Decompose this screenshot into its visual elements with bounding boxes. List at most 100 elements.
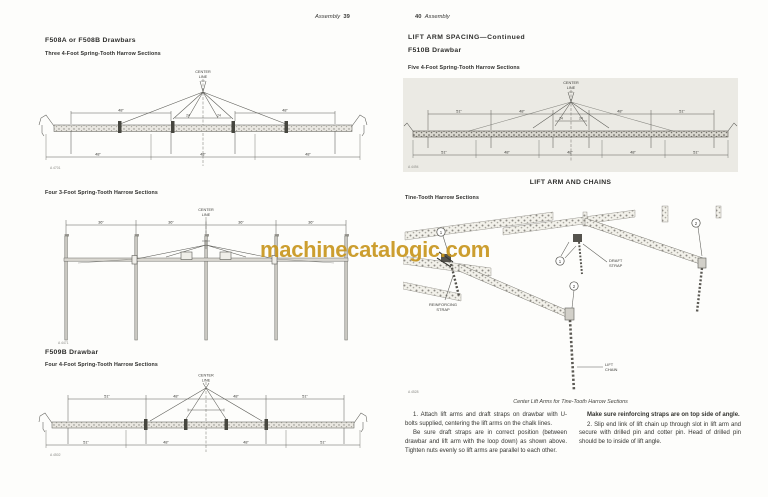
left-lift-arm [458, 263, 572, 320]
svg-text:LINE: LINE [567, 86, 576, 90]
drawbar-bar [53, 124, 353, 132]
drawbar-bar [412, 130, 729, 138]
illustration-tine-tooth-harrow: 1 1 DRAFT STRAP 2 2 REINFORCING STRAP LI… [403, 205, 722, 394]
body-text-columns: 1. Attach lift arms and draft straps on … [405, 411, 741, 456]
left-clamp [441, 254, 451, 262]
dim-label: 24 [579, 117, 583, 121]
right-lift-arm [584, 217, 704, 266]
figure-code: A 4701 [50, 166, 61, 170]
label-draft-strap: DRAFT [609, 258, 623, 263]
svg-text:CHAIN: CHAIN [605, 367, 618, 372]
section-heading-f509b: F509B Drawbar [45, 349, 99, 356]
figure-code: A 4502 [50, 453, 61, 457]
svg-text:STRAP: STRAP [609, 263, 623, 268]
dim-label: 48" [504, 150, 510, 155]
dim-label: 51" [679, 109, 685, 114]
dim-label: 36" [308, 220, 314, 225]
dim-label: 48" [617, 109, 623, 114]
figure-code: A 4528 [408, 390, 419, 394]
dim-label: 51" [693, 150, 699, 155]
toolbar-bar [63, 257, 349, 262]
section-heading-f510b: F510B Drawbar [408, 47, 462, 54]
dim-label: 36" [168, 220, 174, 225]
dim-label: 48" [233, 394, 239, 399]
section-heading-f508: F508A or F508B Drawbars [45, 37, 136, 44]
dim-label: 51" [104, 394, 110, 399]
middle-clamp [573, 234, 582, 242]
dim-label: 48" [519, 109, 525, 114]
body-column-left: 1. Attach lift arms and draft straps on … [405, 411, 567, 456]
centerline-label: CENTER [195, 70, 211, 74]
dim-label: 48" [173, 394, 179, 399]
diagram-f508-drawbar: CENTER LINE 48" 48" 24 24 48" 48" 48" A … [38, 70, 368, 170]
dim-label: 48" [305, 152, 311, 157]
svg-text:STRAP: STRAP [436, 307, 450, 312]
centerline-label: CENTER [563, 81, 579, 85]
svg-text:2: 2 [695, 221, 698, 226]
left-page-header: Assembly 39 [315, 14, 350, 20]
body-column-right: Make sure reinforcing straps are on top … [579, 411, 741, 456]
dim-label: 24 [559, 117, 563, 121]
dim-label: 51" [320, 440, 326, 445]
right-lift-chain [695, 267, 704, 313]
diagram-four-3ft-sections: CENTER LINE 36" 36" 36" 36" A 4471 [58, 208, 349, 345]
right-page-number: 40 [415, 14, 422, 20]
callout-circle-2 [569, 281, 579, 291]
callout-circle-1 [555, 256, 565, 266]
paragraph-4: 2. Slip end link of lift chain up throug… [579, 421, 741, 446]
dim-label: 48" [200, 152, 206, 157]
svg-text:LINE: LINE [202, 213, 211, 217]
dim-label: 24 [186, 114, 190, 118]
dim-label: 48" [95, 152, 101, 157]
svg-text:2: 2 [573, 284, 576, 289]
dim-label: 48" [163, 440, 169, 445]
svg-text:1: 1 [440, 230, 443, 235]
dim-label: 48" [567, 150, 573, 155]
dim-label: 51" [83, 440, 89, 445]
dim-label: 51" [456, 109, 462, 114]
svg-text:1: 1 [559, 259, 562, 264]
dim-label: 48" [630, 150, 636, 155]
svg-text:LINE: LINE [199, 75, 208, 79]
harrow-frame-bar [502, 209, 636, 236]
section-sub-four-3ft: Four 3-Foot Spring-Tooth Harrow Sections [45, 190, 159, 196]
dim-label: 36" [98, 220, 104, 225]
left-chain [449, 263, 461, 297]
dim-label: 48" [118, 108, 124, 113]
svg-text:LINE: LINE [202, 379, 211, 383]
label-lift-chain: LIFT [605, 362, 614, 367]
section-heading-lift-arm-chains: LIFT ARM AND CHAINS [529, 179, 612, 186]
dim-label: 51" [441, 150, 447, 155]
left-running-title: Assembly [315, 14, 341, 20]
centerline-label: CENTER [198, 208, 214, 212]
harrow-frame-bar [403, 281, 462, 302]
harrow-posts [64, 234, 349, 341]
left-page-number: 39 [343, 14, 350, 20]
label-reinforcing-strap: REINFORCING [429, 302, 457, 307]
dim-label: 48" [243, 440, 249, 445]
figure-code: A 4494 [408, 165, 419, 169]
dim-label: 51" [302, 394, 308, 399]
paragraph-1: 1. Attach lift arms and draft straps on … [405, 412, 567, 427]
section-sub-three-4ft: Three 4-Foot Spring-Tooth Harrow Section… [45, 51, 161, 57]
paragraph-2: Be sure draft straps are in correct posi… [405, 430, 567, 454]
dim-label: 24 [217, 114, 221, 118]
center-lift-chain [568, 319, 576, 392]
watermark-text: machinecatalogic.com [260, 237, 490, 262]
section-sub-four-4ft: Four 4-Foot Spring-Tooth Harrow Sections [45, 362, 159, 368]
drawbar-bar [51, 421, 355, 429]
section-sub-tine-tooth: Tine-Tooth Harrow Sections [405, 195, 480, 201]
callout-circle-1 [436, 227, 446, 237]
right-page-header: 40 Assembly [415, 14, 450, 20]
diagram-f509b-drawbar: CENTER LINE 51" 48" 48" 51" 51" 48" 48" … [38, 374, 368, 457]
dim-label: 48" [282, 108, 288, 113]
figure-code: A 4471 [58, 341, 69, 345]
dim-label: 36" [238, 220, 244, 225]
centerline-label: CENTER [198, 374, 214, 378]
paragraph-3: Make sure reinforcing straps are on top … [587, 412, 740, 418]
right-running-title: Assembly [424, 14, 450, 20]
figure-caption: Center Lift Arms for Tine-Tooth Harrow S… [513, 399, 628, 405]
section-heading-lift-arm-spacing: LIFT ARM SPACING—Continued [408, 34, 526, 41]
callout-circle-2 [691, 218, 701, 228]
